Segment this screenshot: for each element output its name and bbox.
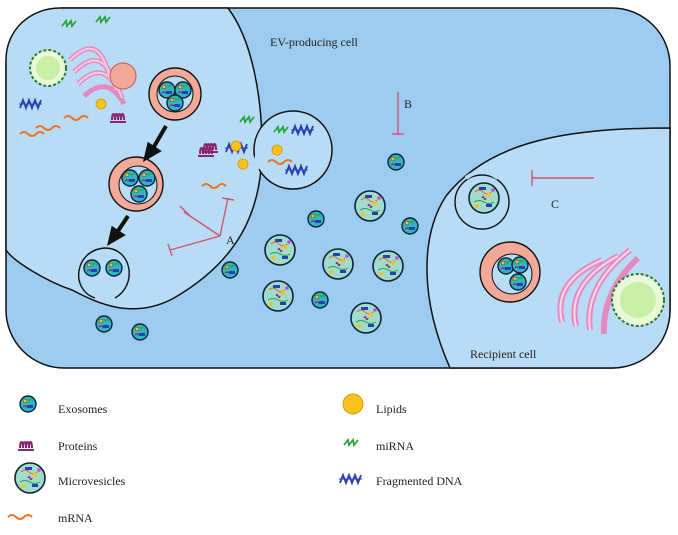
producing-cell-label: EV-producing cell (270, 35, 359, 49)
inhibitor-a-label: A (226, 233, 235, 247)
legend-item-lipids: Lipids (342, 393, 407, 416)
exosome-icon (19, 395, 37, 413)
legend-item-mirna: miRNA (343, 439, 414, 453)
inhibitor-a (167, 197, 235, 257)
inhibitor-b-label: B (404, 97, 412, 111)
legend-item-fragmented-dna: Fragmented DNA (338, 474, 463, 488)
svg-text:Exosomes: Exosomes (58, 402, 108, 416)
inhibitor-c (531, 170, 594, 186)
svg-text:Microvesicles: Microvesicles (58, 474, 126, 488)
budding-microvesicle (253, 110, 333, 190)
multivesicular-body-1 (148, 67, 202, 121)
mirna-icon (343, 439, 359, 446)
inhibitor-b (392, 92, 404, 135)
multivesicular-body-2 (108, 156, 164, 212)
svg-text:miRNA: miRNA (376, 439, 414, 453)
microvesicle-icon (14, 462, 46, 494)
svg-text:mRNA: mRNA (58, 511, 93, 525)
dna-icon (338, 474, 363, 484)
legend-item-exosomes: Exosomes (19, 395, 108, 416)
lipid-icon (342, 393, 364, 415)
legend-item-mrna: mRNA (7, 511, 93, 525)
protein-icon (17, 441, 35, 451)
legend-item-proteins: Proteins (17, 439, 98, 453)
endocytic-vesicle (454, 174, 510, 230)
recipient-cell-label: Recipient cell (470, 347, 537, 361)
svg-text:Fragmented DNA: Fragmented DNA (376, 474, 463, 488)
svg-text:Lipids: Lipids (376, 402, 407, 416)
fusing-multivesicular-body (78, 247, 130, 299)
mrna-icon (7, 514, 33, 520)
early-endosome (109, 62, 137, 90)
svg-text:Proteins: Proteins (58, 439, 98, 453)
secretion-arrows (107, 124, 168, 247)
legend: Exosomes Proteins Microvesicles mRNA Lip… (7, 393, 463, 525)
inhibitor-c-label: C (551, 197, 559, 211)
recipient-endosome (479, 241, 541, 303)
legend-item-microvesicles: Microvesicles (14, 462, 126, 494)
